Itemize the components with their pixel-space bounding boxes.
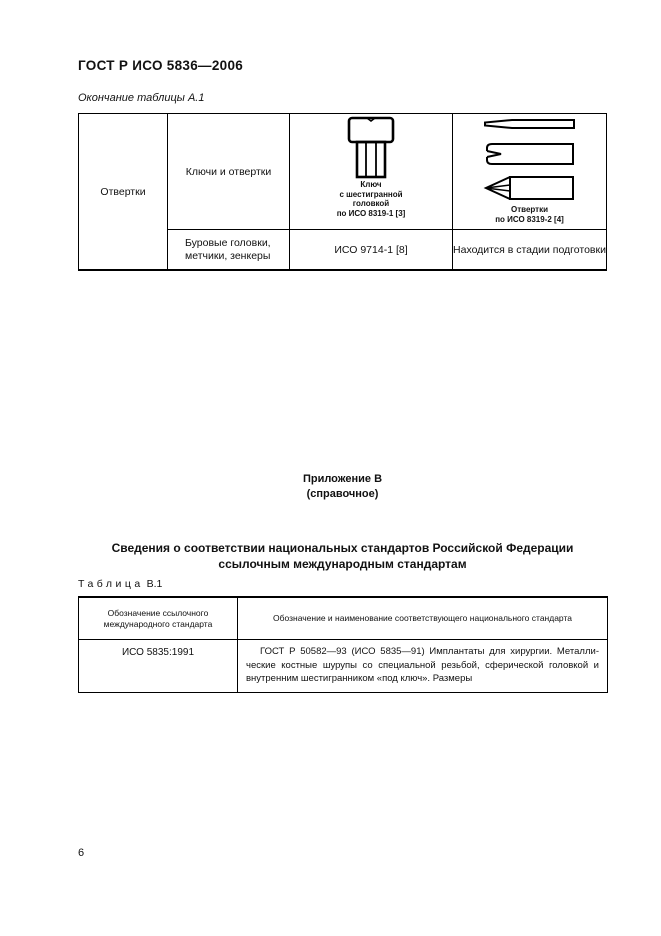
national-standard-line: ГОСТ Р 50582—93 (ИСО 5835—91) Имплантаты… (260, 646, 599, 657)
table-a-cell-key-figure: Ключ с шестигранной головкой по ИСО 8319… (290, 114, 453, 229)
table-b-cell-ref-standard: ИСО 5835:1991 (79, 640, 238, 692)
drill-status-text: Находится в стадии подготовки (453, 243, 606, 256)
table-b-label-word: Таблица (78, 578, 144, 590)
table-b: Обозначение ссылочного международного ст… (78, 596, 608, 693)
table-a-cell-drill-standard: ИСО 9714-1 [8] (290, 229, 453, 269)
annex-title: Приложение В (302, 473, 383, 485)
key-caption-line: головкой (352, 199, 390, 208)
national-standard-line: ческие костные шурупы со специальной рез… (246, 659, 599, 671)
table-b-header-national-standard: Обозначение и наименование соответствующ… (238, 598, 607, 640)
table-a-cell-drill-status: Находится в стадии подготовки (453, 229, 606, 269)
annex-subtitle: (справочное) (306, 488, 379, 500)
flat-screwdriver-tip-icon (483, 119, 575, 129)
key-caption-line: Ключ (360, 180, 382, 189)
annex-heading: Сведения о соответствии национальных ста… (78, 541, 607, 572)
hex-key-icon (347, 116, 395, 179)
driver-caption-line: Отвертки (510, 205, 549, 214)
drill-name-line: Буровые головки, (185, 236, 271, 249)
table-a-cell-keys-name: Ключи и отвертки (168, 114, 290, 229)
page-number: 6 (78, 847, 85, 859)
instrument-group-label: Отвертки (100, 185, 146, 198)
ref-standard-text: ИСО 5835:1991 (121, 647, 195, 658)
cross-screwdriver-tip-icon (485, 143, 574, 165)
drill-name-line: метчики, зенкеры (185, 249, 271, 262)
table-b-cell-national-standard: ГОСТ Р 50582—93 (ИСО 5835—91) Имплантаты… (238, 640, 607, 692)
table-b-label: Таблица В.1 (78, 578, 162, 590)
cone-screwdriver-tip-icon (483, 176, 574, 200)
drill-standard-ref: ИСО 9714-1 [8] (334, 243, 408, 256)
table-a-cell-instrument-group: Отвертки (79, 114, 168, 269)
national-standard-line: внутренним шестигранником «под ключ». Ра… (246, 673, 473, 684)
key-caption-line: по ИСО 8319-1 [3] (336, 208, 406, 218)
table-a-cell-screwdriver-figures: Отвертки по ИСО 8319-2 [4] (453, 114, 606, 229)
screwdriver-figure-caption: Отвертки по ИСО 8319-2 [4] (495, 205, 564, 224)
table-a: Отвертки Ключи и отвертки Ключ с шестигр… (78, 113, 607, 271)
key-caption-line: с шестигранной (339, 189, 403, 199)
table-b-label-number: В.1 (146, 578, 163, 590)
driver-caption-line: по ИСО 8319-2 [4] (495, 214, 564, 224)
document-title: ГОСТ Р ИСО 5836—2006 (78, 58, 244, 73)
keys-row-label: Ключи и отвертки (185, 165, 272, 178)
annex-heading-line: Сведения о соответствии национальных ста… (111, 541, 574, 555)
key-figure-caption: Ключ с шестигранной головкой по ИСО 8319… (337, 180, 406, 218)
annex-heading-line: ссылочным международным стандартам (218, 556, 467, 571)
table-a-continuation-caption: Окончание таблицы А.1 (78, 92, 205, 104)
table-b-header-ref-standard: Обозначение ссылочного международного ст… (79, 598, 238, 640)
table-a-cell-drill-name: Буровые головки, метчики, зенкеры (168, 229, 290, 269)
annex-title-block: Приложение В (справочное) (78, 472, 607, 502)
